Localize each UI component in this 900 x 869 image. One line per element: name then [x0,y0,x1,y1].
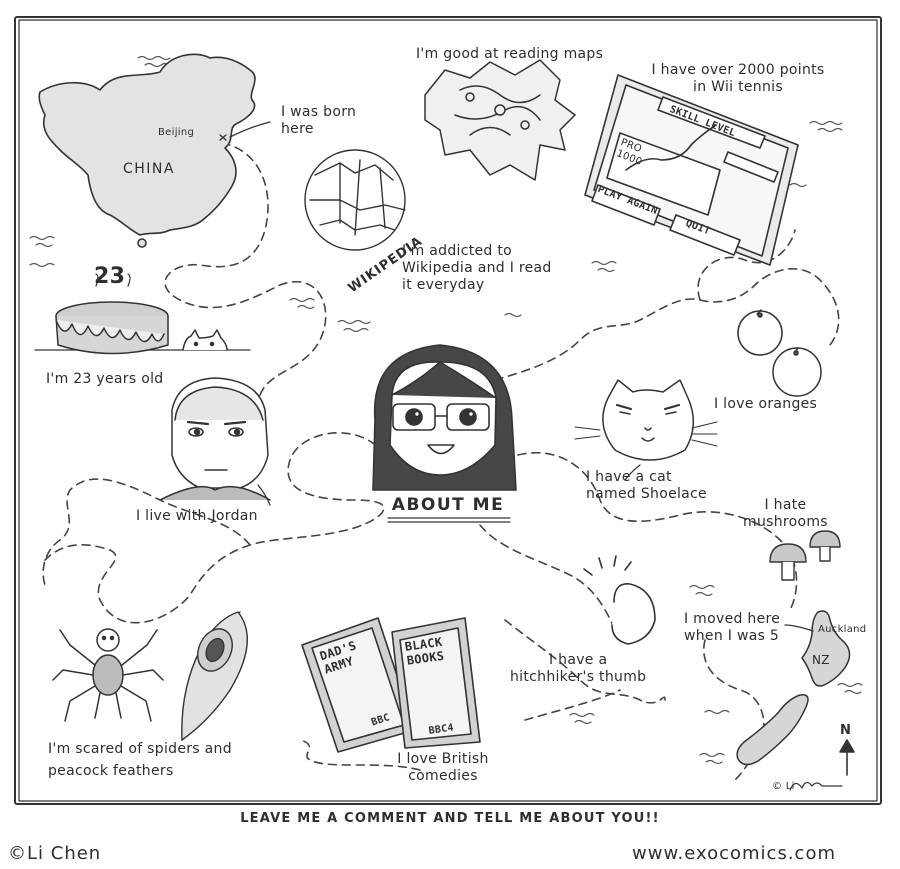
pointer-lines [229,121,814,632]
mushrooms [769,530,841,581]
spiders-caption: I'm scared of spiders and peacock feathe… [48,741,232,779]
hitchhiker-thumb [583,555,656,645]
water-ripples [29,55,863,765]
age-caption: I'm 23 years old [46,371,164,387]
comment-call-to-action: LEAVE ME A COMMENT AND TELL ME ABOUT YOU… [240,811,660,826]
china-map [38,53,256,248]
maps-caption: I'm good at reading maps [416,46,604,62]
jordan-caption: I live with Jordan [136,508,258,524]
oranges-caption: I love oranges [714,396,818,412]
nz-label: NZ [812,653,830,667]
book-black-books [391,617,481,749]
thumb-caption: I have a hitchhiker's thumb [510,652,647,685]
signature: © Li [772,781,795,792]
jordan-portrait [159,377,271,501]
spider [52,628,164,722]
north-label: N [840,723,852,738]
oranges [737,309,822,397]
comedies-caption: I love British comedies [397,751,489,784]
birthday-cake [34,273,251,355]
wikipedia-caption: I'm addicted to Wikipedia and I read it … [402,243,552,293]
beijing-label: Beijing [158,127,195,138]
wii-caption: I have over 2000 points in Wii tennis [651,62,825,95]
peacock-feather [181,611,248,741]
book-dads-army [301,617,416,753]
signature-swirl [789,781,843,791]
cat-caption: I have a cat named Shoelace [586,469,707,502]
author-credit: ©Li Chen [8,843,102,864]
girl-portrait [372,344,517,523]
mushrooms-caption: I hate mushrooms [743,497,828,530]
wikipedia-globe [304,149,406,251]
cat-face [574,379,718,461]
sketch-border [14,16,882,805]
black-books-title: BLACK BOOKS [404,634,446,668]
crumpled-map [424,59,576,181]
dashed-path [42,142,840,781]
wii-tennis-screen [584,74,799,266]
china-label: CHINA [123,161,175,177]
website-link[interactable]: www.exocomics.com [632,843,836,864]
auckland-label: Auckland [818,624,867,635]
moved-caption: I moved here when I was 5 [684,611,781,644]
cake-number: 23 [94,264,126,289]
about-me-title: ABOUT ME [391,495,505,515]
north-arrow-icon [839,739,855,776]
born-caption: I was born here [281,104,357,137]
new-zealand-map [736,610,851,766]
